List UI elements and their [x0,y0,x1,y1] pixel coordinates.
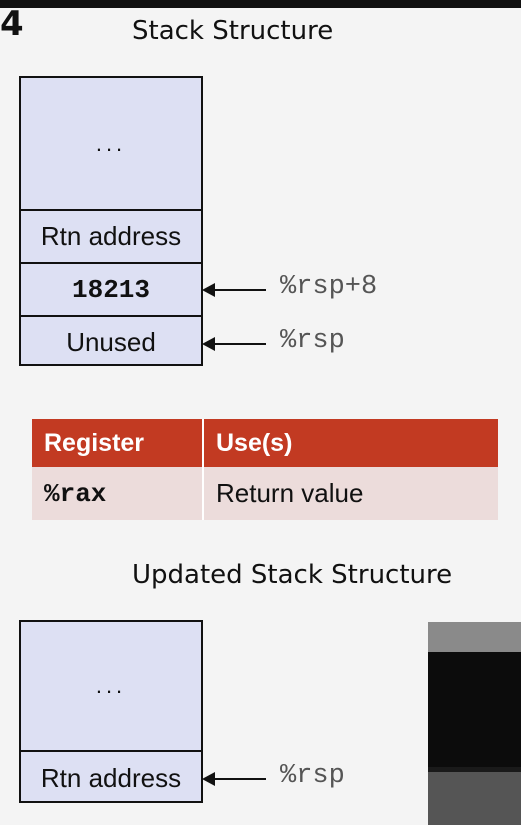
video-floor [428,772,521,825]
cell-use: Return value [202,467,498,520]
stack-cell-value: 18213 [21,262,201,315]
header-uses: Use(s) [202,419,498,467]
pointer-label-rsp-plus-8: %rsp+8 [280,272,378,302]
register-table-header: Register Use(s) [32,419,498,467]
video-blackboard [428,652,521,767]
pointer-label-rsp: %rsp [280,761,345,791]
register-table: Register Use(s) %rax Return value [32,419,498,520]
stack-diagram-top: ... Rtn address 18213 Unused [19,76,203,366]
updated-stack-structure-title: Updated Stack Structure [132,560,453,590]
video-screen-area [428,622,521,652]
stack-cell-ellipsis: ... [95,130,127,156]
stack-cell-ellipsis: ... [95,673,127,698]
arrow-rsp-plus-8 [202,283,266,297]
arrow-rsp [202,337,266,351]
arrow-rsp [202,772,266,786]
pointer-label-rsp: %rsp [280,326,345,356]
header-register: Register [44,428,145,457]
cell-register: %rax [44,478,107,509]
stack-structure-title: Stack Structure [132,16,334,46]
stack-cell-return-address: Rtn address [21,209,201,262]
stack-cell-return-address: Rtn address [21,750,201,805]
lecture-video-thumbnail [428,622,521,825]
slide-number: 4 [0,4,24,44]
table-row: %rax Return value [32,467,498,520]
top-black-bar [0,0,521,8]
stack-cell-unused: Unused [21,315,201,368]
stack-diagram-bottom: ... Rtn address [19,620,203,803]
